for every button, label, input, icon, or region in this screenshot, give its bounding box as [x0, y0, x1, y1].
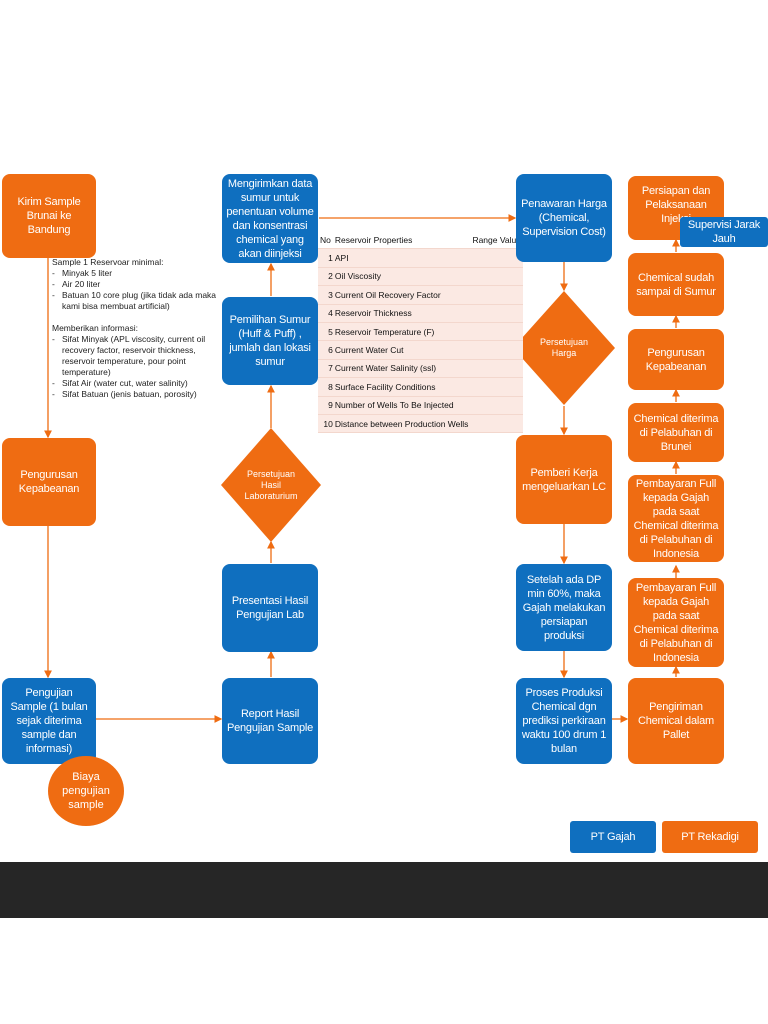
table-header-properties: Reservoir Properties: [332, 231, 471, 250]
chemical-sampai-box: Chemical sudah sampai di Sumur: [628, 253, 724, 316]
table-cell-range: [470, 396, 523, 415]
table-cell-no: 1: [318, 248, 333, 268]
legend-pt-gajah: PT Gajah: [570, 821, 656, 853]
table-cell-no: 4: [318, 304, 333, 323]
table-header-range: Range Value: [470, 231, 523, 250]
table-cell-property: Current Water Salinity (ssl): [332, 359, 471, 379]
table-cell-range: [470, 340, 523, 360]
table-cell-property: Oil Viscosity: [332, 267, 471, 287]
info-note-item: Sifat Air (water cut, water salinity): [52, 378, 224, 389]
sample-notes-title: Sample 1 Reservoar minimal:: [52, 257, 164, 267]
table-cell-no: 3: [318, 285, 333, 305]
table-cell-range: [470, 304, 523, 323]
table-cell-property: API: [332, 248, 471, 268]
table-cell-property: Current Water Cut: [332, 340, 471, 360]
table-cell-no: 8: [318, 377, 333, 397]
pengurusan-kepabeanan-right-box: Pengurusan Kepabeanan: [628, 329, 724, 390]
table-cell-no: 10: [318, 414, 333, 434]
pengiriman-chemical-box: Pengiriman Chemical dalam Pallet: [628, 678, 724, 764]
pembayaran-full-box-1: Pembayaran Full kepada Gajah pada saat C…: [628, 578, 724, 667]
table-cell-property: Distance between Production Wells: [332, 414, 471, 434]
kirim-sample-box: Kirim Sample Brunai ke Bandung: [2, 174, 96, 258]
sample-note-item: Minyak 5 liter: [52, 268, 224, 279]
table-cell-no: 2: [318, 267, 333, 287]
info-note-item: Sifat Batuan (jenis batuan, porosity): [52, 389, 224, 400]
chemical-diterima-brunei-box: Chemical diterima di Pelabuhan di Brunei: [628, 403, 724, 462]
table-header-no: No: [318, 231, 333, 250]
footer-bar: [0, 862, 768, 918]
sample-notes: Sample 1 Reservoar minimal: Minyak 5 lit…: [52, 257, 224, 400]
table-cell-range: [470, 267, 523, 287]
info-notes-title: Memberikan informasi:: [52, 323, 138, 333]
biaya-pengujian-circle: Biaya pengujian sample: [48, 756, 124, 826]
pengurusan-kepabeanan-left-box: Pengurusan Kepabeanan: [2, 438, 96, 526]
table-cell-property: Number of Wells To Be Injected: [332, 396, 471, 415]
mengirimkan-data-box: Mengirimkan data sumur untuk penentuan v…: [222, 174, 318, 263]
table-cell-no: 6: [318, 340, 333, 360]
table-cell-property: Surface Facility Conditions: [332, 377, 471, 397]
table-cell-property: Reservoir Temperature (F): [332, 322, 471, 342]
table-header-row: No Reservoir Properties Range Value: [318, 231, 523, 250]
info-note-item: Sifat Minyak (APL viscosity, current oil…: [52, 334, 224, 378]
table-cell-no: 9: [318, 396, 333, 415]
persetujuan-harga-diamond: [513, 291, 615, 405]
supervisi-jarak-jauh-box: Supervisi Jarak Jauh: [680, 217, 768, 247]
table-cell-property: Reservoir Thickness: [332, 304, 471, 323]
sample-note-item: Batuan 10 core plug (jika tidak ada maka…: [52, 290, 224, 312]
presentasi-hasil-box: Presentasi Hasil Pengujian Lab: [222, 564, 318, 652]
table-cell-no: 5: [318, 322, 333, 342]
legend-pt-rekadigi: PT Rekadigi: [662, 821, 758, 853]
table-cell-range: [470, 285, 523, 305]
persetujuan-harga-label: Persetujuan Harga: [539, 337, 589, 358]
table-cell-range: [470, 322, 523, 342]
pengujian-sample-box: Pengujian Sample (1 bulan sejak diterima…: [2, 678, 96, 764]
pemilihan-sumur-box: Pemilihan Sumur (Huff & Puff) , jumlah d…: [222, 297, 318, 385]
table-cell-property: Current Oil Recovery Factor: [332, 285, 471, 305]
pemberi-kerja-box: Pemberi Kerja mengeluarkan LC: [516, 435, 612, 524]
setelah-dp-box: Setelah ada DP min 60%, maka Gajah melak…: [516, 564, 612, 651]
proses-produksi-box: Proses Produksi Chemical dgn prediksi pe…: [516, 678, 612, 764]
table-cell-no: 7: [318, 359, 333, 379]
persetujuan-lab-label: Persetujuan Hasil Laboraturium: [244, 468, 298, 501]
table-cell-range: [470, 377, 523, 397]
report-hasil-box: Report Hasil Pengujian Sample: [222, 678, 318, 764]
table-cell-range: [470, 359, 523, 379]
persetujuan-lab-diamond: [221, 428, 321, 542]
penawaran-harga-box: Penawaran Harga (Chemical, Supervision C…: [516, 174, 612, 262]
sample-note-item: Air 20 liter: [52, 279, 224, 290]
pembayaran-full-box-2: Pembayaran Full kepada Gajah pada saat C…: [628, 475, 724, 562]
table-cell-range: [470, 248, 523, 268]
table-cell-range: [470, 414, 523, 434]
